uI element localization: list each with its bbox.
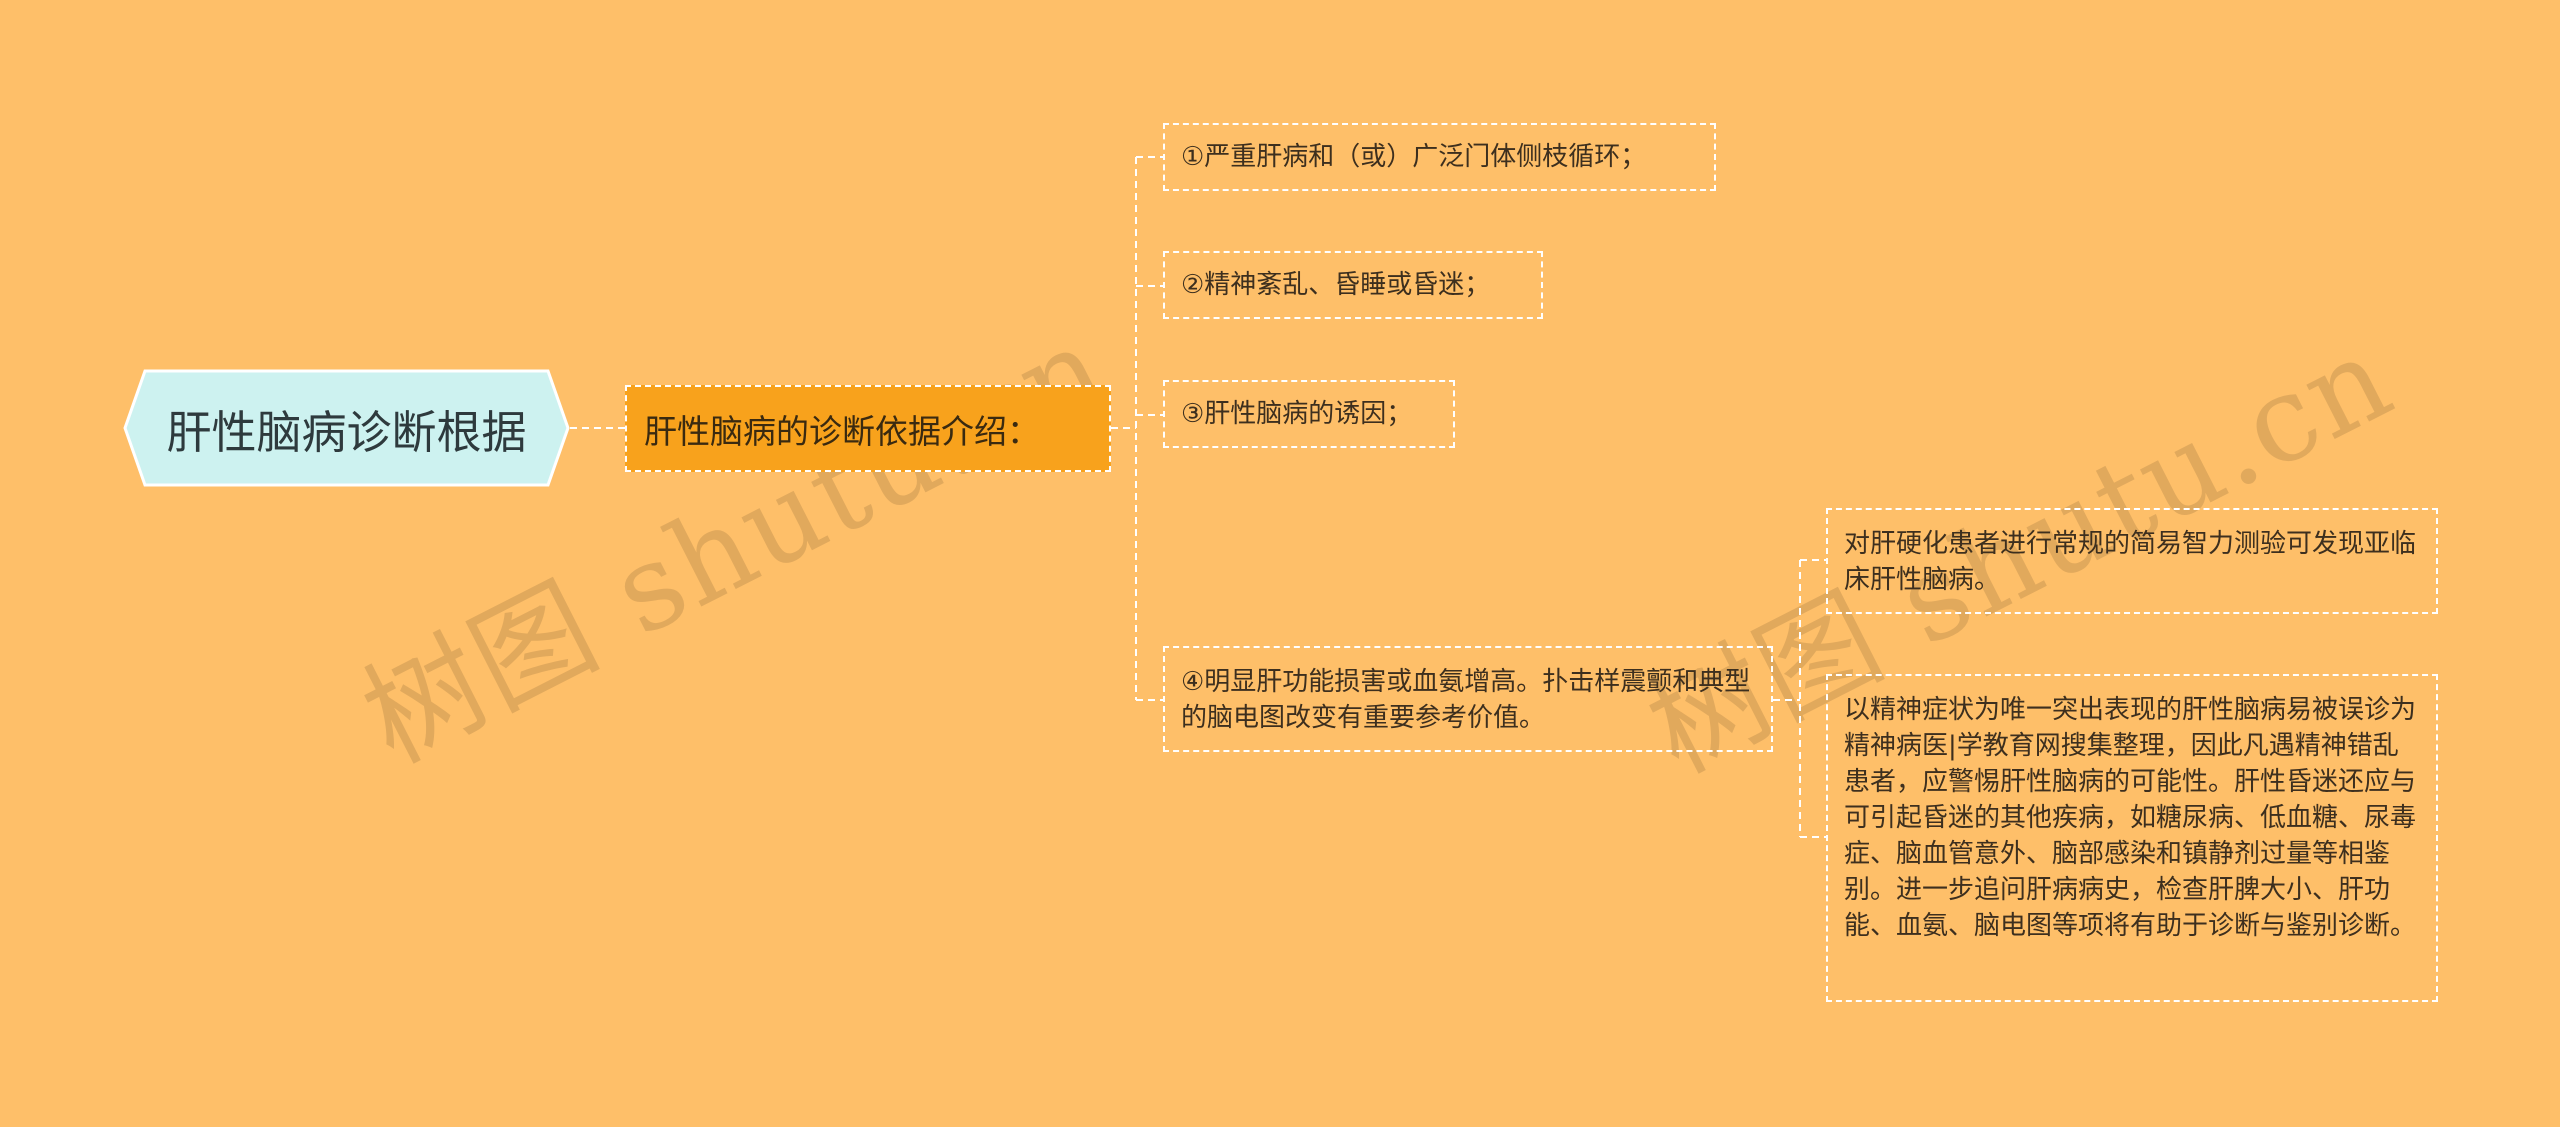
leaf-item-3[interactable]: ③肝性脑病的诱因； [1163, 380, 1455, 448]
leaf-item-1[interactable]: ①严重肝病和（或）广泛门体侧枝循环； [1163, 123, 1716, 191]
root-hexagon-shape [123, 369, 570, 487]
branch-node-diagnosis-basis[interactable]: 肝性脑病的诊断依据介绍： [625, 385, 1111, 472]
detail-subclinical-test[interactable]: 对肝硬化患者进行常规的简易智力测验可发现亚临床肝性脑病。 [1826, 508, 2438, 614]
connector-branch-items [1111, 156, 1163, 701]
root-node[interactable]: 肝性脑病诊断根据 [123, 369, 570, 487]
leaf-item-3-label: ③肝性脑病的诱因； [1181, 399, 1413, 429]
leaf-item-4-label: ④明显肝功能损害或血氨增高。扑击样震颤和典型的脑电图改变有重要参考价值。 [1181, 667, 1751, 733]
detail-differential-diagnosis-label: 以精神症状为唯一突出表现的肝性脑病易被误诊为精神病医|学教育网搜集整理，因此凡遇… [1844, 695, 2417, 941]
leaf-item-1-label: ①严重肝病和（或）广泛门体侧枝循环； [1181, 142, 1647, 172]
leaf-item-2[interactable]: ②精神紊乱、昏睡或昏迷； [1163, 251, 1543, 319]
leaf-item-2-label: ②精神紊乱、昏睡或昏迷； [1181, 270, 1491, 300]
leaf-item-4[interactable]: ④明显肝功能损害或血氨增高。扑击样震颤和典型的脑电图改变有重要参考价值。 [1163, 646, 1773, 752]
detail-differential-diagnosis[interactable]: 以精神症状为唯一突出表现的肝性脑病易被误诊为精神病医|学教育网搜集整理，因此凡遇… [1826, 674, 2438, 1002]
connector-item4-details [1773, 559, 1826, 838]
detail-subclinical-test-label: 对肝硬化患者进行常规的简易智力测验可发现亚临床肝性脑病。 [1844, 529, 2417, 595]
root-title: 肝性脑病诊断根据 [166, 405, 527, 459]
branch-node-label: 肝性脑病的诊断依据介绍： [644, 411, 1040, 451]
